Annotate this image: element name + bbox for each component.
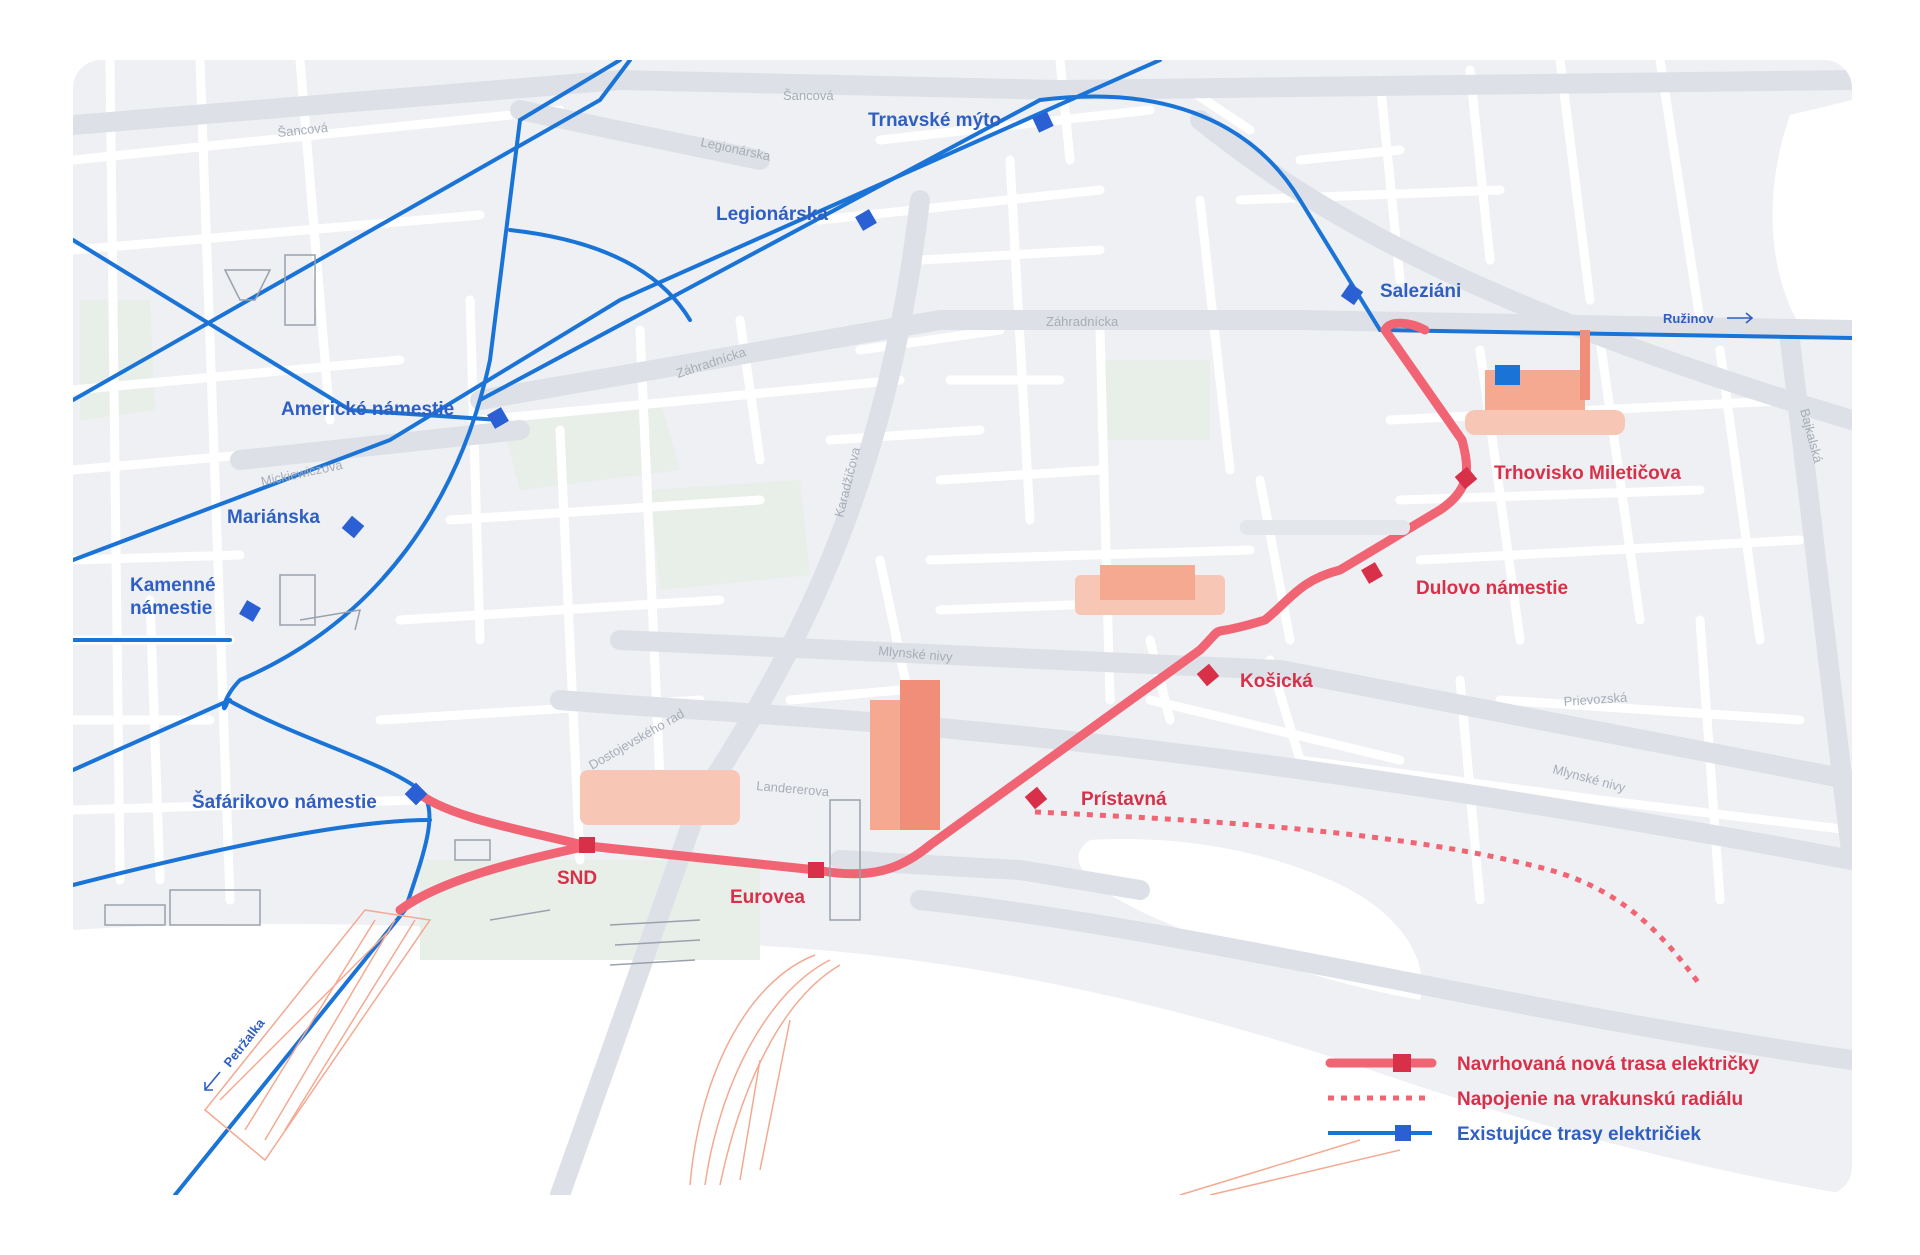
direction-ruzinov: Ružinov bbox=[1663, 311, 1714, 326]
legend: Navrhovaná nová trasa električky Napojen… bbox=[1325, 1054, 1759, 1145]
label-safarikovo-namestie: Šafárikovo námestie bbox=[192, 791, 377, 813]
stop-kosicka[interactable] bbox=[1196, 663, 1220, 687]
arrow-down-left-icon bbox=[204, 1071, 221, 1091]
stop-safarikovo-namestie[interactable] bbox=[404, 782, 428, 806]
existing-stop-labels: Trnavské mýto Legionárska Saleziáni Amer… bbox=[130, 110, 1461, 813]
stop-legionarska[interactable] bbox=[855, 209, 877, 231]
legend-proposed-label: Navrhovaná nová trasa električky bbox=[1457, 1054, 1759, 1075]
landmark-illustrations bbox=[580, 330, 1625, 830]
landmark-icons bbox=[104, 254, 861, 966]
street-landererova: Landererova bbox=[756, 778, 831, 799]
label-snd: SND bbox=[557, 868, 597, 889]
label-kamenne-2: námestie bbox=[130, 598, 212, 619]
stop-saleziani[interactable] bbox=[1340, 282, 1364, 306]
legend-existing-stop bbox=[1395, 1125, 1411, 1141]
lake-right bbox=[1772, 100, 1852, 340]
arrow-right-icon bbox=[1727, 312, 1754, 324]
label-legionarska: Legionárska bbox=[716, 204, 828, 225]
label-trnavske-myto: Trnavské mýto bbox=[868, 110, 1001, 131]
label-kosicka: Košická bbox=[1240, 671, 1313, 692]
proposed-tram-line bbox=[395, 318, 1471, 915]
label-saleziani: Saleziáni bbox=[1380, 281, 1461, 302]
stop-eurovea[interactable] bbox=[808, 862, 824, 878]
stop-marianska[interactable] bbox=[341, 515, 365, 539]
stop-pristavna[interactable] bbox=[1024, 786, 1048, 810]
street-mlynske-nivy-1: Mlynské nivy bbox=[878, 643, 954, 664]
proposed-stop-labels: Trhovisko Miletičova Dulovo námestie Koš… bbox=[557, 463, 1681, 908]
stop-dulovo-namestie[interactable] bbox=[1361, 562, 1383, 584]
street-zahradnicka-right: Záhradnícka bbox=[1046, 314, 1119, 329]
stop-trnavske-myto[interactable] bbox=[1032, 111, 1054, 133]
label-trhovisko-mileticova: Trhovisko Miletičova bbox=[1494, 463, 1681, 484]
legend-existing-label: Existujúce trasy električiek bbox=[1457, 1124, 1701, 1145]
legend-connection-label: Napojenie na vrakunskú radiálu bbox=[1457, 1089, 1743, 1110]
label-eurovea: Eurovea bbox=[730, 887, 805, 908]
label-kamenne-1: Kamenné bbox=[130, 575, 216, 596]
street-sancova-top: Šancová bbox=[783, 88, 834, 103]
label-pristavna: Prístavná bbox=[1081, 789, 1167, 810]
stop-trhovisko-mileticova[interactable] bbox=[1454, 466, 1478, 490]
label-dulovo-namestie: Dulovo námestie bbox=[1416, 578, 1568, 599]
bridges bbox=[203, 909, 1401, 1195]
label-marianska: Mariánska bbox=[227, 507, 320, 528]
street-sancova-left: Šancová bbox=[277, 120, 330, 140]
park-right bbox=[1100, 360, 1210, 440]
stop-snd[interactable] bbox=[579, 837, 595, 853]
major-streets bbox=[73, 69, 1852, 1195]
connection-dotted-line bbox=[1034, 809, 1703, 987]
stop-americke-namestie[interactable] bbox=[487, 407, 509, 429]
label-americke-namestie: Americké námestie bbox=[281, 399, 454, 420]
proposed-stop-markers bbox=[579, 466, 1478, 878]
park-medicka-zahrada bbox=[500, 400, 680, 490]
existing-stop-markers bbox=[239, 111, 1364, 806]
legend-proposed-stop bbox=[1393, 1054, 1411, 1072]
street-prievozska: Prievozská bbox=[1563, 690, 1628, 709]
park-cemetery bbox=[650, 480, 810, 590]
stop-kamenne-namestie[interactable] bbox=[239, 600, 261, 622]
